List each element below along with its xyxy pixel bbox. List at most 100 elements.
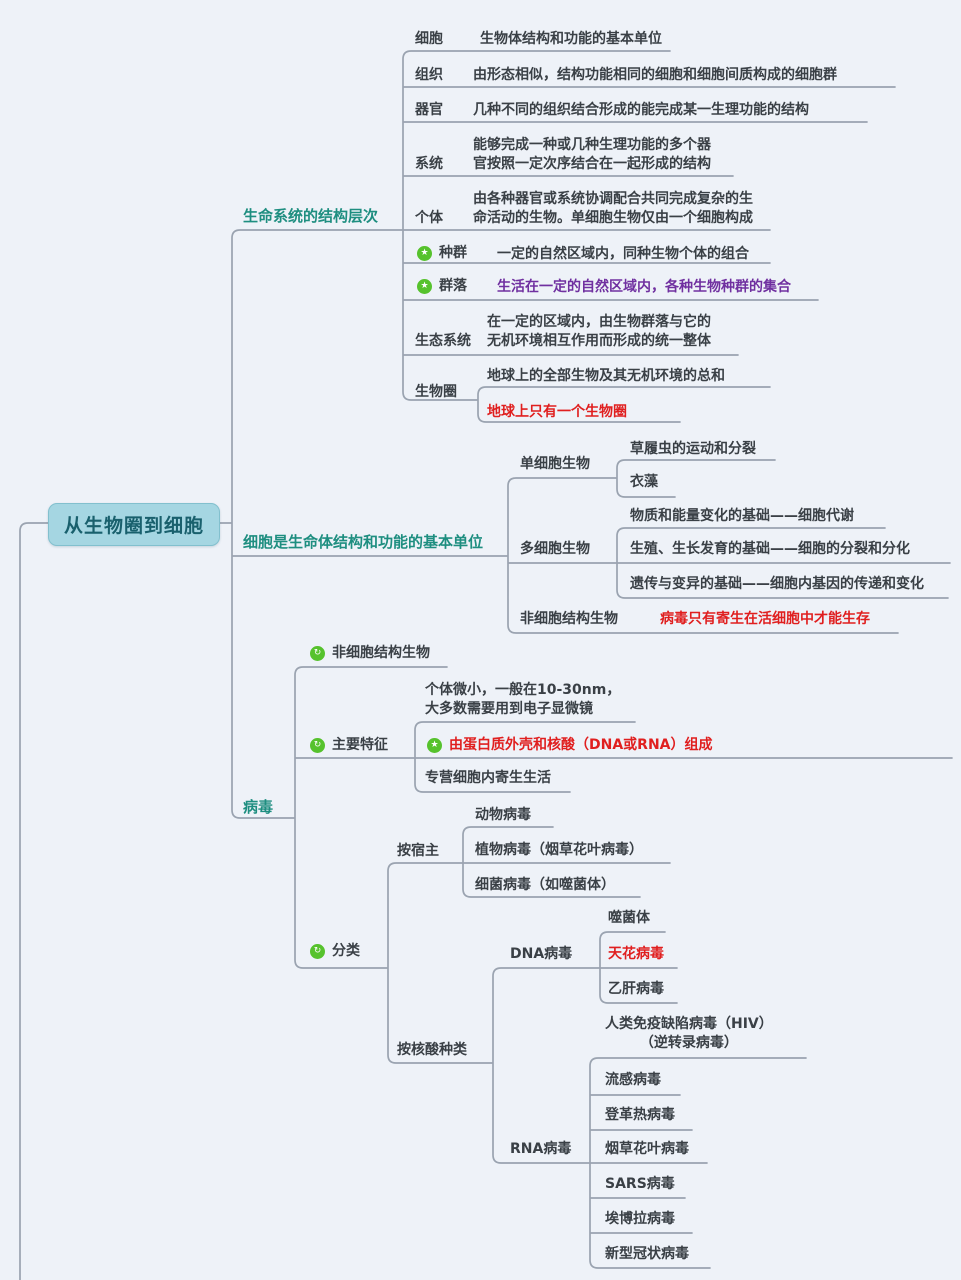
- topic-community-desc[interactable]: 生活在一定的自然区域内，各种生物种群的集合: [497, 278, 791, 297]
- topic-virus-size[interactable]: 个体微小，一般在10-30nm， 大多数需要用到电子显微镜: [425, 681, 620, 719]
- topic-label-line: 衣藻: [630, 474, 658, 490]
- topic-label-line: 流感病毒: [605, 1072, 661, 1088]
- topic-label: 专营细胞内寄生生活: [425, 769, 551, 788]
- topic-ebola-virus[interactable]: 埃博拉病毒: [605, 1210, 675, 1229]
- topic-label-line: 病毒只有寄生在活细胞中才能生存: [660, 611, 870, 627]
- topic-label: 人类免疫缺陷病毒（HIV）（逆转录病毒）: [605, 1015, 773, 1053]
- topic-cell-basic-unit[interactable]: 细胞是生命体结构和功能的基本单位: [243, 533, 483, 552]
- topic-ecosystem-desc[interactable]: 在一定的区域内，由生物群落与它的无机环境相互作用而形成的统一整体: [487, 313, 711, 351]
- topic-heredity[interactable]: 遗传与变异的基础——细胞内基因的传递和变化: [630, 575, 924, 594]
- topic-label-line: 天花病毒: [608, 946, 664, 962]
- topic-dna-virus[interactable]: DNA病毒: [510, 945, 572, 964]
- topic-novel-coronavirus[interactable]: 新型冠状病毒: [605, 1245, 689, 1264]
- topic-individual-desc[interactable]: 由各种器官或系统协调配合共同完成复杂的生命活动的生物。单细胞生物仅由一个细胞构成: [473, 190, 753, 228]
- topic-tissue[interactable]: 组织: [415, 66, 443, 85]
- topic-biosphere-desc[interactable]: 地球上的全部生物及其无机环境的总和: [487, 367, 725, 386]
- topic-by-nucleic-acid[interactable]: 按核酸种类: [397, 1041, 467, 1060]
- topic-animal-virus[interactable]: 动物病毒: [475, 806, 531, 825]
- topic-label-line: 细菌病毒（如噬菌体）: [475, 877, 615, 893]
- topic-cell-desc[interactable]: 生物体结构和功能的基本单位: [480, 30, 662, 49]
- topic-label-line: DNA病毒: [510, 946, 573, 962]
- topic-virus-composition[interactable]: ★由蛋白质外壳和核酸（DNA或RNA）组成: [427, 736, 713, 755]
- topic-label: 乙肝病毒: [608, 980, 664, 999]
- topic-paramecium[interactable]: 草履虫的运动和分裂: [630, 440, 756, 459]
- topic-label-line: 由各种器官或系统协调配合共同完成复杂的生: [473, 191, 753, 207]
- root-topic[interactable]: 从生物圈到细胞: [48, 503, 220, 546]
- topic-population[interactable]: ★种群: [417, 244, 467, 263]
- topic-virus-non-cellular[interactable]: ↻非细胞结构生物: [310, 644, 430, 663]
- topic-label-line: 遗传与变异的基础——细胞内基因的传递和变化: [630, 576, 924, 592]
- topic-biosphere[interactable]: 生物圈: [415, 383, 457, 402]
- topic-label-line: 生物体结构和功能的基本单位: [480, 31, 662, 47]
- topic-label: 非细胞结构生物: [520, 610, 618, 629]
- topic-label-line: 生态系统: [415, 333, 471, 349]
- topic-label: 能够完成一种或几种生理功能的多个器官按照一定次序结合在一起形成的结构: [473, 136, 711, 174]
- topic-reproduction[interactable]: 生殖、生长发育的基础——细胞的分裂和分化: [630, 540, 910, 559]
- topic-smallpox-virus[interactable]: 天花病毒: [608, 945, 664, 964]
- topic-phage[interactable]: 噬菌体: [608, 909, 650, 928]
- topic-sars-virus[interactable]: SARS病毒: [605, 1175, 675, 1194]
- topic-main-features[interactable]: ↻主要特征: [310, 736, 388, 755]
- topic-rna-virus[interactable]: RNA病毒: [510, 1140, 571, 1159]
- topic-multicellular[interactable]: 多细胞生物: [520, 540, 590, 559]
- topic-non-cellular[interactable]: 非细胞结构生物: [520, 610, 618, 629]
- topic-ecosystem[interactable]: 生态系统: [415, 332, 471, 351]
- topic-label-line: 生殖、生长发育的基础——细胞的分裂和分化: [630, 541, 910, 557]
- topic-system[interactable]: 系统: [415, 155, 443, 174]
- topic-hiv[interactable]: 人类免疫缺陷病毒（HIV）（逆转录病毒）: [605, 1015, 773, 1053]
- topic-label-line: 种群: [439, 245, 467, 261]
- topic-system-desc[interactable]: 能够完成一种或几种生理功能的多个器官按照一定次序结合在一起形成的结构: [473, 136, 711, 174]
- topic-label-line: 生物圈: [415, 384, 457, 400]
- topic-label-line: 组织: [415, 67, 443, 83]
- topic-label: 系统: [415, 155, 443, 174]
- topic-biosphere-note[interactable]: 地球上只有一个生物圈: [487, 403, 627, 422]
- topic-label-line: 个体微小，一般在10-30nm，: [425, 682, 621, 698]
- topic-label: 按核酸种类: [397, 1041, 467, 1060]
- topic-virus[interactable]: 病毒: [243, 798, 273, 817]
- topic-hepatitis-b-virus[interactable]: 乙肝病毒: [608, 980, 664, 999]
- topic-label: 细胞: [415, 30, 443, 49]
- topic-classification[interactable]: ↻分类: [310, 942, 360, 961]
- topic-influenza-virus[interactable]: 流感病毒: [605, 1071, 661, 1090]
- topic-tissue-desc[interactable]: 由形态相似，结构功能相同的细胞和细胞间质构成的细胞群: [473, 66, 837, 85]
- topic-label: 细菌病毒（如噬菌体）: [475, 876, 615, 895]
- topic-label: 由形态相似，结构功能相同的细胞和细胞间质构成的细胞群: [473, 66, 837, 85]
- topic-label: 个体: [415, 209, 443, 228]
- topic-label: 在一定的区域内，由生物群落与它的无机环境相互作用而形成的统一整体: [487, 313, 711, 351]
- topic-label-line: 生命系统的结构层次: [243, 207, 379, 225]
- topic-chlamydomonas[interactable]: 衣藻: [630, 473, 658, 492]
- topic-label-line: 大多数需要用到电子显微镜: [425, 701, 593, 717]
- topic-community[interactable]: ★群落: [417, 277, 467, 296]
- topic-label: 动物病毒: [475, 806, 531, 825]
- topic-virus-parasite-note[interactable]: 病毒只有寄生在活细胞中才能生存: [660, 610, 870, 629]
- topic-label-line: 器官: [415, 102, 443, 118]
- topic-label: 分类: [332, 942, 360, 961]
- topic-dengue-virus[interactable]: 登革热病毒: [605, 1106, 675, 1125]
- topic-label-line: 在一定的区域内，由生物群落与它的: [487, 314, 711, 330]
- topic-label-line: 植物病毒（烟草花叶病毒）: [475, 842, 643, 858]
- topic-label: 组织: [415, 66, 443, 85]
- topic-by-host[interactable]: 按宿主: [397, 842, 439, 861]
- topic-organ-desc[interactable]: 几种不同的组织结合形成的能完成某一生理功能的结构: [473, 101, 809, 120]
- topic-label-line: 多细胞生物: [520, 541, 590, 557]
- topic-population-desc[interactable]: 一定的自然区域内，同种生物个体的组合: [497, 245, 749, 264]
- topic-label-line: 新型冠状病毒: [605, 1246, 689, 1262]
- topic-plant-virus[interactable]: 植物病毒（烟草花叶病毒）: [475, 841, 643, 860]
- topic-life-system-levels[interactable]: 生命系统的结构层次: [243, 207, 378, 226]
- topic-tobacco-mosaic-virus[interactable]: 烟草花叶病毒: [605, 1140, 689, 1159]
- topic-label-line: 生活在一定的自然区域内，各种生物种群的集合: [497, 279, 791, 295]
- topic-label-line: 登革热病毒: [605, 1107, 675, 1123]
- topic-label-line: 草履虫的运动和分裂: [630, 441, 756, 457]
- topic-parasitic-life[interactable]: 专营细胞内寄生生活: [425, 769, 551, 788]
- topic-label: 生命系统的结构层次: [243, 207, 378, 226]
- topic-individual[interactable]: 个体: [415, 209, 443, 228]
- topic-cell[interactable]: 细胞: [415, 30, 443, 49]
- topic-label-line: 地球上只有一个生物圈: [487, 404, 627, 420]
- topic-organ[interactable]: 器官: [415, 101, 443, 120]
- topic-label: 一定的自然区域内，同种生物个体的组合: [497, 245, 749, 264]
- topic-metabolism[interactable]: 物质和能量变化的基础——细胞代谢: [630, 507, 854, 526]
- topic-unicellular[interactable]: 单细胞生物: [520, 455, 590, 474]
- topic-label: SARS病毒: [605, 1175, 675, 1194]
- topic-bacteria-virus[interactable]: 细菌病毒（如噬菌体）: [475, 876, 615, 895]
